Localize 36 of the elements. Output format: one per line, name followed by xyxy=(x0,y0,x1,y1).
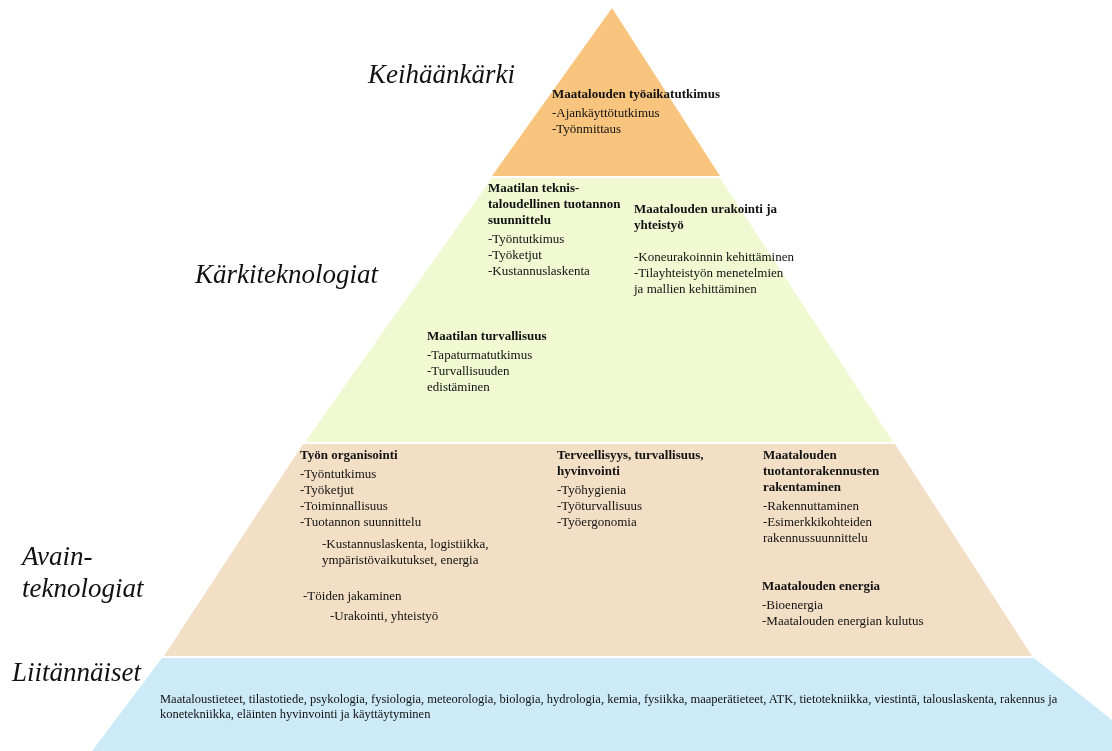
topic-item: -Maatalouden energian kulutus xyxy=(762,613,925,629)
tier-label: Avain-teknologiat xyxy=(22,540,145,604)
topic-heading: Maatalouden energia xyxy=(762,578,882,594)
topic-item: -Kustannuslaskenta, logistiikka, ympäristövaikutukset, energia xyxy=(322,536,490,568)
topic-item: -Tilayhteistyön menetelmien ja mallien kehittäminen xyxy=(634,265,785,297)
topic-heading: Maatilan turvallisuus xyxy=(427,328,548,344)
topic-item: -Tuotannon suunnittelu xyxy=(300,514,423,530)
topic-item: -Kustannuslaskenta xyxy=(488,263,591,279)
topic-item: -Rakennuttaminen xyxy=(763,498,861,514)
discipline-list: Maataloustieteet, tilastotiede, psykologia, fysiologia, meteorologia, biologia, hydrologia, kemia, fysiikka, maaperätieteet, ATK, tietotekniikka, viestintä, talouslaskenta, rakennus ja konetekniikka, eläinten hyvinvointi ja käyttäytyminen xyxy=(160,692,1090,722)
topic-item: -Toiminnallisuus xyxy=(300,498,389,514)
topic-item: -Työketjut xyxy=(488,247,543,263)
tier-label: Liitännäiset xyxy=(12,656,143,688)
topic-item: -Työturvallisuus xyxy=(557,498,644,514)
topic-item: -Ajankäyttötutkimus xyxy=(552,105,661,121)
topic-item: -Työntutkimus xyxy=(300,466,378,482)
topic-item: -Koneurakoinnin kehittäminen xyxy=(634,249,794,265)
topic-item: -Työergonomia xyxy=(557,514,638,530)
tier-label: Kärkiteknologiat xyxy=(195,258,380,290)
topic-heading: Maatilan teknis-taloudellinen tuotannon suunnittelu xyxy=(488,180,622,228)
tier-label: Keihäänkärki xyxy=(368,58,516,90)
topic-item: -Työnmittaus xyxy=(552,121,623,137)
topic-item: -Työhygienia xyxy=(557,482,628,498)
topic-heading: Maatalouden työaikatutkimus xyxy=(552,86,721,102)
topic-heading: Maatalouden tuotantorakennusten rakentaminen xyxy=(763,447,881,495)
topic-item: -Turvallisuuden edistäminen xyxy=(427,363,511,395)
topic-item: -Tapaturmatutkimus xyxy=(427,347,534,363)
topic-item: -Bioenergia xyxy=(762,597,825,613)
topic-heading: Maatalouden urakointi ja yhteistyö xyxy=(634,201,778,233)
topic-heading: Terveellisyys, turvallisuus, hyvinvointi xyxy=(557,447,705,479)
topic-item: -Esimerkkikohteiden rakennussuunnittelu xyxy=(763,514,874,546)
topic-item: -Työntutkimus xyxy=(488,231,566,247)
topic-item: -Työketjut xyxy=(300,482,355,498)
topic-heading: Työn organisointi xyxy=(300,447,399,463)
topic-item: -Töiden jakaminen xyxy=(303,588,403,604)
topic-item: -Urakointi, yhteistyö xyxy=(330,608,440,624)
